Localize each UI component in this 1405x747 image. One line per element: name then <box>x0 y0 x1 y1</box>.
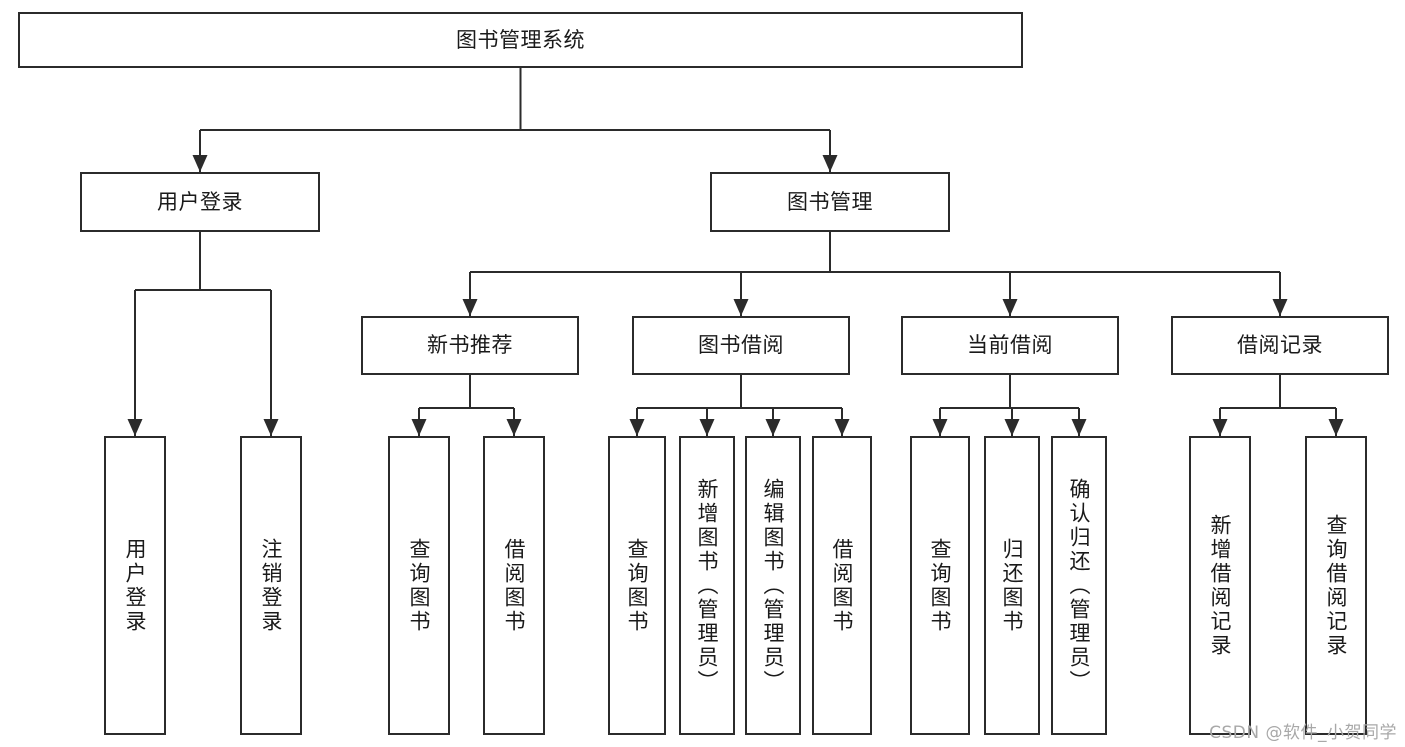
arrowhead-icon <box>462 299 478 316</box>
node-label: 注销登录 <box>259 537 284 634</box>
node-label: 新增图书（管理员） <box>695 477 720 694</box>
node-label: 编辑图书（管理员） <box>761 477 786 694</box>
node-label: 新增借阅记录 <box>1208 513 1233 658</box>
arrowhead-icon <box>506 419 522 436</box>
arrowhead-icon <box>629 419 645 436</box>
arrowhead-icon <box>834 419 850 436</box>
node-b-query[interactable]: 查询图书 <box>608 436 666 735</box>
node-b-edit[interactable]: 编辑图书（管理员） <box>745 436 801 735</box>
node-label: 图书管理 <box>787 189 873 214</box>
node-label: 查询图书 <box>625 537 650 634</box>
node-records[interactable]: 借阅记录 <box>1171 316 1389 375</box>
node-bookmgmt[interactable]: 图书管理 <box>710 172 950 232</box>
node-label: 归还图书 <box>1000 537 1025 634</box>
arrowhead-icon <box>1071 419 1087 436</box>
node-c-return[interactable]: 归还图书 <box>984 436 1040 735</box>
arrowhead-icon <box>1004 419 1020 436</box>
node-n-query[interactable]: 查询图书 <box>388 436 450 735</box>
arrowhead-icon <box>263 419 279 436</box>
node-label: 新书推荐 <box>427 333 513 358</box>
node-label: 查询借阅记录 <box>1324 513 1349 658</box>
node-b-borrow[interactable]: 借阅图书 <box>812 436 872 735</box>
arrowhead-icon <box>1212 419 1228 436</box>
node-label: 用户登录 <box>157 189 243 214</box>
arrowhead-icon <box>1328 419 1344 436</box>
node-root[interactable]: 图书管理系统 <box>18 12 1023 68</box>
arrowhead-icon <box>1272 299 1288 316</box>
node-label: 借阅记录 <box>1237 333 1323 358</box>
arrowhead-icon <box>699 419 715 436</box>
node-label: 当前借阅 <box>967 333 1053 358</box>
node-l-login[interactable]: 用户登录 <box>104 436 166 735</box>
arrowhead-icon <box>765 419 781 436</box>
node-label: 查询图书 <box>407 537 432 634</box>
node-newbook[interactable]: 新书推荐 <box>361 316 579 375</box>
node-c-query[interactable]: 查询图书 <box>910 436 970 735</box>
node-borrow[interactable]: 图书借阅 <box>632 316 850 375</box>
arrowhead-icon <box>1002 299 1018 316</box>
node-label: 确认归还（管理员） <box>1067 477 1092 694</box>
node-label: 查询图书 <box>928 537 953 634</box>
node-r-query[interactable]: 查询借阅记录 <box>1305 436 1367 735</box>
node-login[interactable]: 用户登录 <box>80 172 320 232</box>
arrowhead-icon <box>192 155 208 172</box>
node-label: 图书管理系统 <box>456 27 585 52</box>
node-label: 图书借阅 <box>698 333 784 358</box>
node-r-add[interactable]: 新增借阅记录 <box>1189 436 1251 735</box>
node-n-borrow[interactable]: 借阅图书 <box>483 436 545 735</box>
arrowhead-icon <box>733 299 749 316</box>
node-current[interactable]: 当前借阅 <box>901 316 1119 375</box>
node-b-add[interactable]: 新增图书（管理员） <box>679 436 735 735</box>
node-c-confirm[interactable]: 确认归还（管理员） <box>1051 436 1107 735</box>
arrowhead-icon <box>411 419 427 436</box>
node-l-logout[interactable]: 注销登录 <box>240 436 302 735</box>
arrowhead-icon <box>127 419 143 436</box>
arrowhead-icon <box>822 155 838 172</box>
node-label: 用户登录 <box>123 537 148 634</box>
node-label: 借阅图书 <box>502 537 527 634</box>
arrowhead-icon <box>932 419 948 436</box>
node-label: 借阅图书 <box>830 537 855 634</box>
